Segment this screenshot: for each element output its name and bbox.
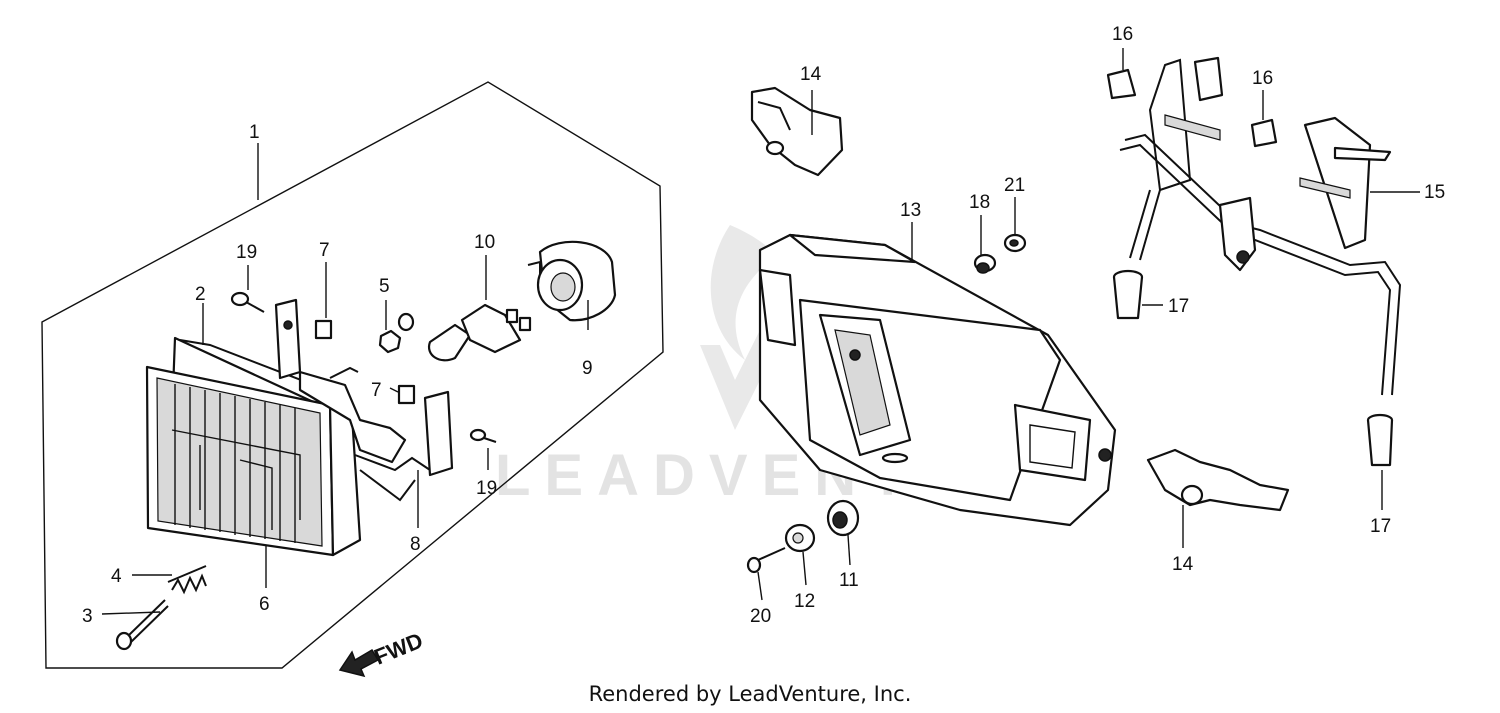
callout-19-upper: 19	[236, 242, 257, 263]
collar-17-lower	[1366, 413, 1394, 467]
clamp-upper	[750, 86, 844, 177]
callout-19-lower: 19	[476, 478, 497, 499]
adjusting-screw	[115, 599, 169, 651]
callout-11: 11	[839, 570, 859, 591]
leader-lines	[101, 48, 1420, 615]
socket-cover	[527, 240, 617, 322]
grommet-16-right	[1250, 118, 1278, 148]
callout-1: 1	[249, 122, 260, 143]
callout-15: 15	[1424, 182, 1445, 203]
callout-14-upper: 14	[800, 64, 822, 85]
callout-21: 21	[1004, 175, 1025, 196]
assembly-outline	[41, 81, 664, 669]
grommet-16-left	[1106, 68, 1137, 100]
clip-nut-upper	[314, 319, 333, 340]
headlight-bulb	[427, 303, 532, 362]
bolt-20	[746, 547, 786, 574]
nut-21	[1003, 233, 1027, 253]
callout-14-lower: 14	[1172, 554, 1194, 575]
grommet-11	[826, 499, 860, 537]
headlight-lens-unit	[145, 336, 362, 557]
hex-nut	[378, 329, 402, 354]
callout-16-right: 16	[1252, 68, 1273, 89]
callout-numbers: 1 2 3 4 5 6 7 7 8 9 10 11 12 13 14 14 15…	[82, 24, 1445, 627]
callout-5: 5	[379, 276, 390, 297]
mounting-bracket	[274, 298, 454, 502]
callout-8: 8	[410, 534, 421, 555]
callout-6: 6	[259, 594, 270, 615]
callout-16-left: 16	[1112, 24, 1133, 45]
bolt-18	[973, 253, 997, 274]
fwd-label: FWD	[371, 628, 427, 670]
screw-19-upper	[230, 291, 265, 313]
callout-12: 12	[794, 591, 815, 612]
adjusting-spring	[167, 565, 207, 595]
callout-4: 4	[111, 566, 122, 587]
callout-2: 2	[195, 284, 206, 305]
clip-nut-lower	[397, 384, 416, 405]
washer-12	[784, 523, 816, 553]
forward-arrow: FWD	[338, 628, 427, 678]
callout-13: 13	[900, 200, 921, 221]
callout-20: 20	[750, 606, 771, 627]
callout-18: 18	[969, 192, 990, 213]
collar-17-upper	[1112, 269, 1144, 320]
screw-19-lower	[469, 428, 497, 443]
headlight-case	[758, 233, 1117, 527]
headlight-stay	[1119, 56, 1402, 396]
callout-3: 3	[82, 606, 93, 627]
callout-7-upper: 7	[319, 240, 330, 261]
spring-cap	[397, 312, 415, 332]
callout-17-lower: 17	[1370, 516, 1391, 537]
callout-9: 9	[582, 358, 593, 379]
callout-17-upper: 17	[1168, 296, 1189, 317]
clamp-lower	[1146, 448, 1290, 512]
callout-10: 10	[474, 232, 495, 253]
callout-7-lower: 7	[371, 380, 382, 401]
footer-credit: Rendered by LeadVenture, Inc.	[588, 682, 912, 706]
